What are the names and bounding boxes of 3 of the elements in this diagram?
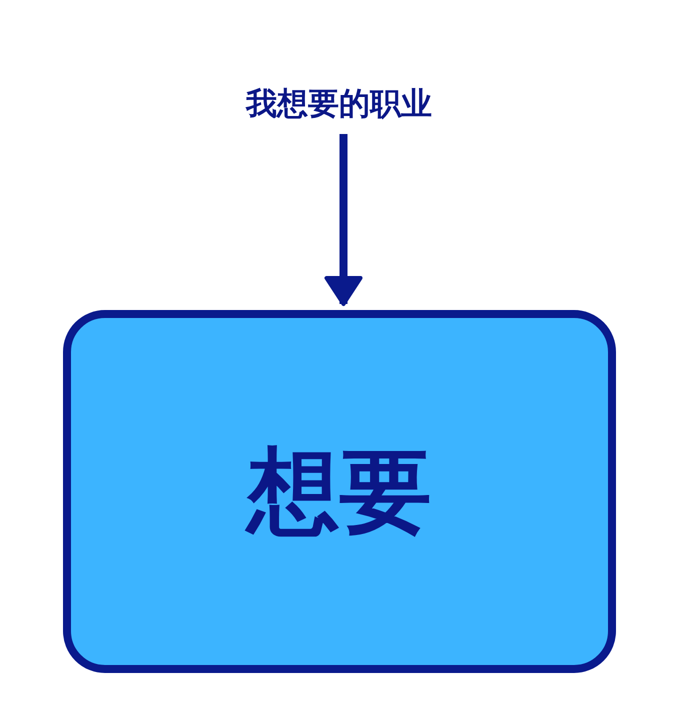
arrow <box>324 134 362 306</box>
heading-text: 我想要的职业 <box>246 87 432 123</box>
rounded-box <box>63 310 616 673</box>
